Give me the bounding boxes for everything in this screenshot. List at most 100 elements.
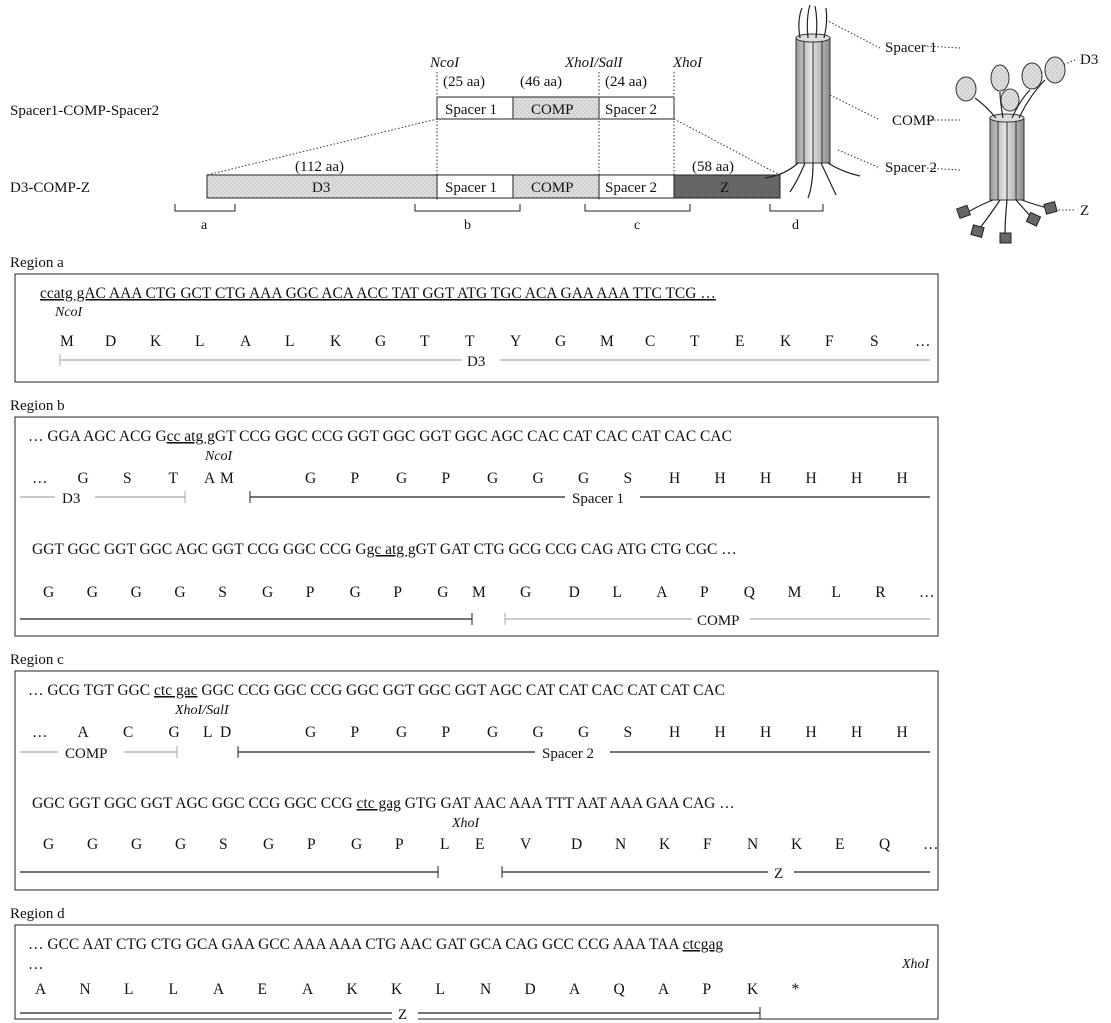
amino-acid: M <box>220 470 234 487</box>
amino-acid: H <box>669 470 680 487</box>
size-spacer2-top: (24 aa) <box>605 74 647 90</box>
amino-acid: N <box>80 981 91 998</box>
amino-acid: A <box>569 981 581 998</box>
amino-acid: M <box>60 333 74 350</box>
size-comp-top: (46 aa) <box>520 74 562 90</box>
amino-acid: D <box>105 333 116 350</box>
amino-acid: K <box>791 836 803 853</box>
amino-acid: M <box>600 333 614 350</box>
bracket-label-d: d <box>792 218 799 233</box>
dna-row-c2-part1: GGC GGT GGC GGT AGC GGC CCG GGC CCG <box>32 795 357 812</box>
domain-label-z-d: Z <box>398 1007 407 1023</box>
amino-acid: G <box>175 836 186 853</box>
domain-line-a: D3 <box>60 352 930 370</box>
site-label-ncoi: NcoI <box>429 55 460 71</box>
amino-acid: L <box>169 981 178 998</box>
amino-acid: K <box>330 333 342 350</box>
amino-acid: P <box>703 981 712 998</box>
amino-acid: N <box>615 836 626 853</box>
amino-acid: L <box>203 724 212 741</box>
amino-acid: C <box>123 724 133 741</box>
amino-acid: G <box>131 584 142 601</box>
amino-acid: Q <box>744 584 755 601</box>
dna-row-c2: GGC GGT GGC GGT AGC GGC CCG GGC CCG ctc … <box>32 795 735 812</box>
region-title-d: Region d <box>10 906 65 922</box>
domain-line-d: Z <box>20 1006 760 1023</box>
amino-acid: P <box>395 836 404 853</box>
box-label-spacer1-bottom: Spacer 1 <box>445 180 497 196</box>
domain-label-comp-c: COMP <box>65 746 108 762</box>
bracket-label-b: b <box>464 218 471 233</box>
d3-domain-3 <box>1022 63 1042 89</box>
amino-acid: S <box>218 584 227 601</box>
assembled-protein <box>956 57 1065 243</box>
amino-acid: G <box>578 724 589 741</box>
domain-line-c2: Z <box>20 864 930 882</box>
amino-acid: S <box>624 470 633 487</box>
domain-line-b1: D3 Spacer 1 <box>20 489 930 507</box>
amino-acid: M <box>472 584 486 601</box>
amino-acid: D <box>571 836 582 853</box>
amino-acid: N <box>747 836 758 853</box>
dna-row-a1: ccatg gAC AAA CTG GCT CTG AAA GGC ACA AC… <box>40 285 716 302</box>
amino-acid: N <box>480 981 491 998</box>
amino-acid: H <box>669 724 680 741</box>
amino-acid: G <box>87 584 98 601</box>
amino-acid: G <box>87 836 98 853</box>
site-label-xhoi: XhoI <box>672 55 703 71</box>
bracket-d <box>770 204 823 211</box>
amino-acid: H <box>760 724 771 741</box>
aa-row-b1: …GSTAMGPGPGGGSHHHHHH <box>32 470 908 487</box>
dna-row-d1-site: ctcgag <box>683 936 724 953</box>
d3-domain-1 <box>956 77 976 101</box>
box-label-spacer1-top: Spacer 1 <box>445 102 497 118</box>
amino-acid: H <box>897 724 908 741</box>
dna-row-c1-part1: … GCG TGT GGC <box>28 682 154 699</box>
schematic-label-z: Z <box>1080 203 1089 219</box>
bracket-b <box>415 204 520 211</box>
box-label-comp-top: COMP <box>531 102 574 118</box>
dna-row-a1-text: ccatg gAC AAA CTG GCT CTG AAA GGC ACA AC… <box>40 285 716 302</box>
amino-acid: G <box>351 836 362 853</box>
site-xhoi-c: XhoI <box>451 816 481 831</box>
amino-acid: E <box>735 333 744 350</box>
dna-row-d1: … GCC AAT CTG CTG GCA GAA GCC AAA AAA CT… <box>28 936 723 953</box>
schematic-label-d3: D3 <box>1080 52 1098 68</box>
domain-label-spacer2-c: Spacer 2 <box>542 746 594 762</box>
amino-acid: K <box>391 981 403 998</box>
dna-row-c1-part2: GGC CCG GGC CCG GGC GGT GGC GGT AGC CAT … <box>197 682 725 699</box>
amino-acid: L <box>285 333 294 350</box>
domain-label-z-c: Z <box>774 866 783 882</box>
d3-domain-4 <box>1045 57 1065 83</box>
amino-acid: S <box>219 836 228 853</box>
dna-row-b2-part2: GT GAT CTG GCG CCG CAG ATG CTG CGC … <box>416 541 737 558</box>
amino-acid: E <box>258 981 267 998</box>
amino-acid: G <box>555 333 566 350</box>
dna-row-d1-ellipsis: … <box>28 956 44 973</box>
dna-row-c1-site: ctc gac <box>154 682 198 699</box>
aa-row-a1: MDKLALKGTTYGMCTEKFS… <box>60 333 931 350</box>
amino-acid: … <box>923 836 939 853</box>
amino-acid: A <box>35 981 47 998</box>
amino-acid: L <box>124 981 133 998</box>
construct-label-top: Spacer1-COMP-Spacer2 <box>10 103 159 119</box>
amino-acid: K <box>780 333 792 350</box>
amino-acid: G <box>169 724 180 741</box>
amino-acid: P <box>700 584 709 601</box>
amino-acid: G <box>174 584 185 601</box>
amino-acid: K <box>747 981 759 998</box>
amino-acid: H <box>897 470 908 487</box>
amino-acid: G <box>43 836 54 853</box>
domain-label-spacer1-b: Spacer 1 <box>572 491 624 507</box>
region-title-a: Region a <box>10 255 64 271</box>
domain-line-c1: COMP Spacer 2 <box>20 744 930 762</box>
amino-acid: G <box>520 584 531 601</box>
amino-acid: G <box>305 470 316 487</box>
amino-acid: G <box>578 470 589 487</box>
construct-map: NcoI XhoI/SalI XhoI Spacer1-COMP-Spacer2… <box>10 55 823 233</box>
box-label-z: Z <box>720 180 729 196</box>
amino-acid: G <box>350 584 361 601</box>
